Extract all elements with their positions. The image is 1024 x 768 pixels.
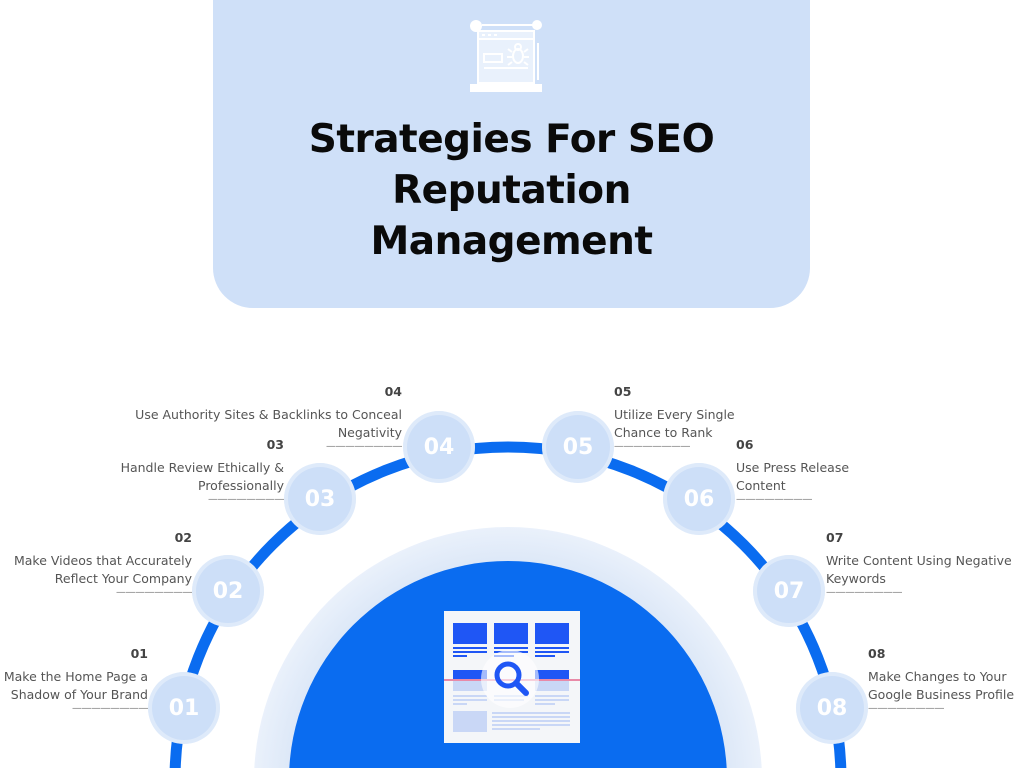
- step-node-07[interactable]: 07: [753, 555, 825, 627]
- step-node-01[interactable]: 01: [148, 672, 220, 744]
- step-label-01: 01 Make the Home Page a Shadow of Your B…: [3, 646, 149, 714]
- step-node-05[interactable]: 05: [542, 411, 614, 483]
- step-label-06: 06 Use Press Release Content ————————: [736, 437, 850, 505]
- step-node-03[interactable]: 03: [284, 463, 356, 535]
- web-bug-icon: [470, 20, 542, 92]
- title-line-3: Management: [370, 219, 653, 264]
- step-node-04[interactable]: 04: [403, 411, 475, 483]
- step-label-05: 05 Utilize Every Single Chance to Rank —…: [614, 384, 735, 452]
- step-node-08[interactable]: 08: [796, 672, 868, 744]
- page-title: Strategies For SEO Reputation Management: [213, 114, 810, 267]
- step-label-03: 03 Handle Review Ethically & Professiona…: [120, 437, 285, 505]
- search-results-page-icon: [444, 611, 580, 743]
- title-line-1: Strategies For SEO: [308, 117, 715, 162]
- step-label-07: 07 Write Content Using Negative Keywords…: [826, 530, 1012, 598]
- step-label-02: 02 Make Videos that Accurately Reflect Y…: [13, 530, 193, 598]
- step-node-06[interactable]: 06: [663, 463, 735, 535]
- outer-arc: [169, 441, 847, 768]
- title-line-2: Reputation: [392, 168, 631, 213]
- step-label-04: 04 Use Authority Sites & Backlinks to Co…: [135, 384, 402, 452]
- step-node-02[interactable]: 02: [192, 555, 264, 627]
- step-label-08: 08 Make Changes to Your Google Business …: [868, 646, 1015, 714]
